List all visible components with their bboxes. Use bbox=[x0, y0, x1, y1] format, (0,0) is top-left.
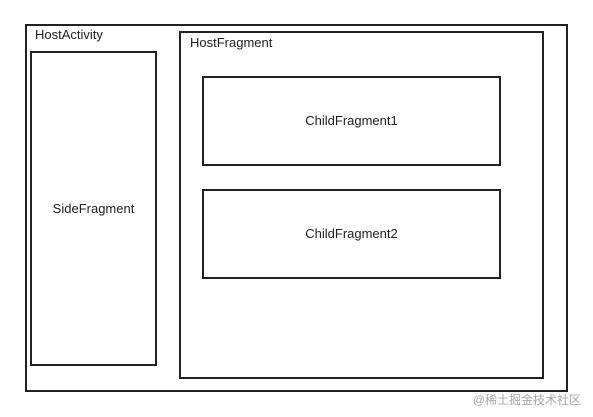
child-fragment-2-label: ChildFragment2 bbox=[305, 226, 398, 241]
host-fragment-box bbox=[179, 31, 544, 379]
child-fragment-1-label: ChildFragment1 bbox=[305, 113, 398, 128]
watermark: @稀土掘金技术社区 bbox=[472, 393, 581, 407]
child-fragment-2-box: ChildFragment2 bbox=[202, 189, 501, 279]
host-activity-box bbox=[25, 24, 568, 392]
side-fragment-box: SideFragment bbox=[30, 51, 157, 366]
child-fragment-1-box: ChildFragment1 bbox=[202, 76, 501, 166]
host-activity-label: HostActivity bbox=[35, 27, 103, 42]
host-fragment-label: HostFragment bbox=[190, 35, 273, 50]
side-fragment-label: SideFragment bbox=[52, 200, 135, 216]
